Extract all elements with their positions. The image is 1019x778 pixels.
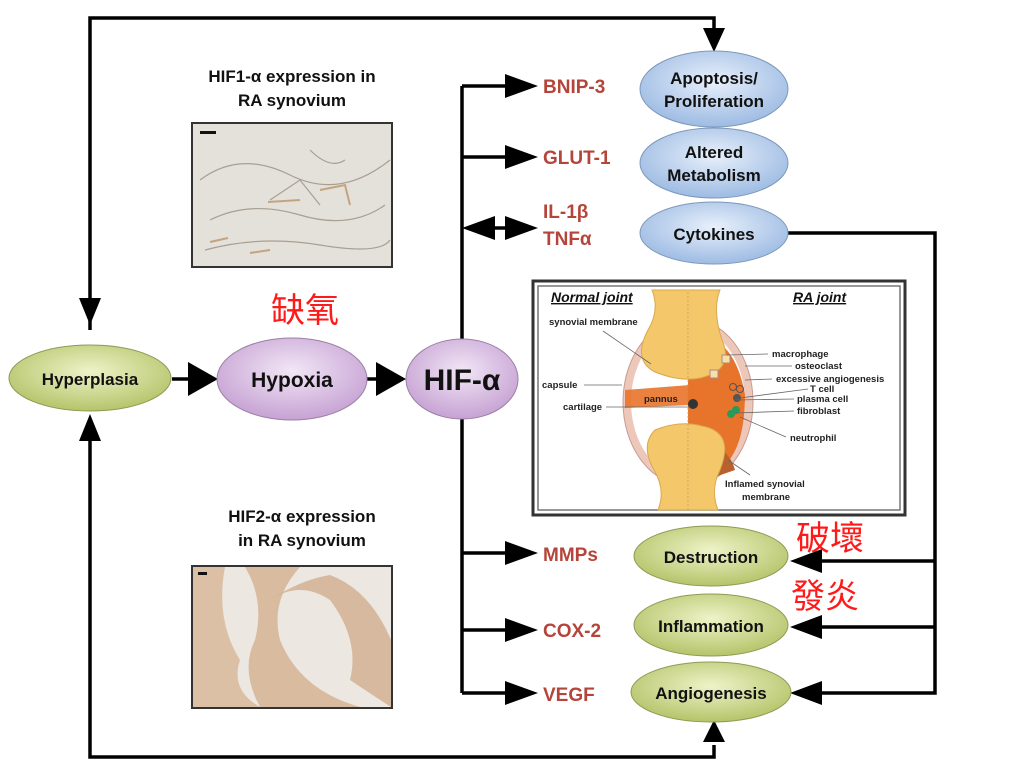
- arrowheads: [79, 28, 822, 742]
- gene-glut1: GLUT-1: [543, 148, 611, 169]
- node-hif-alpha: HIF-α: [405, 338, 519, 420]
- gene-cox2: COX-2: [543, 621, 601, 642]
- gene-vegf: VEGF: [543, 685, 595, 706]
- label-capsule: capsule: [542, 380, 577, 391]
- hif2-panel: HIF2-α expression in RA synovium: [191, 507, 393, 709]
- destruction-annotation: 破壞: [796, 519, 864, 559]
- hif2-title-line2: in RA synovium: [238, 531, 366, 550]
- label-t-cell: T cell: [810, 384, 834, 395]
- apoptosis-label-line2: Proliferation: [664, 92, 764, 111]
- metabolism-label-line1: Altered: [685, 143, 744, 162]
- label-osteoclast: osteoclast: [795, 361, 843, 372]
- hif2-title-line1: HIF2-α expression: [228, 507, 375, 526]
- hif-alpha-label: HIF-α: [424, 364, 501, 397]
- gene-tnfa: TNFα: [543, 229, 592, 250]
- upper-bone: [640, 289, 726, 380]
- arrowhead-vegf: [505, 681, 538, 705]
- label-excessive-angiogenesis: excessive angiogenesis: [776, 374, 884, 385]
- ra-joint-title: RA joint: [793, 289, 847, 305]
- hypoxia-annotation: 缺氧: [271, 291, 339, 331]
- node-hyperplasia: Hyperplasia: [8, 344, 172, 412]
- arrowhead-cytokine-right: [505, 216, 538, 240]
- normal-joint-title: Normal joint: [551, 289, 634, 305]
- arrowhead-mmps: [505, 541, 538, 565]
- cytokines-label: Cytokines: [673, 225, 754, 244]
- inflammation-label: Inflammation: [658, 617, 764, 636]
- arrowhead-hypoxia: [188, 362, 218, 396]
- label-fibroblast: fibroblast: [797, 406, 841, 417]
- lower-bone: [646, 423, 726, 511]
- label-inflamed-synovial-line2: membrane: [742, 492, 790, 503]
- scale-bar: [200, 131, 216, 134]
- arrowhead-inflammation: [790, 615, 822, 639]
- arrowhead-glut1: [505, 145, 538, 169]
- label-pannus: pannus: [644, 394, 678, 405]
- hypoxia-label: Hypoxia: [251, 369, 333, 392]
- arrowhead-up-angiogenesis: [703, 720, 725, 742]
- joint-illustration: Normal joint RA joint synovial membrane …: [531, 279, 907, 517]
- arrowhead-down-hyperplasia: [79, 298, 101, 325]
- arrowhead-up-hyperplasia: [79, 414, 101, 441]
- arrowhead-cox2: [505, 618, 538, 642]
- inflammation-annotation: 發炎: [791, 577, 859, 617]
- label-neutrophil: neutrophil: [790, 433, 836, 444]
- arrowhead-down-apoptosis: [703, 28, 725, 52]
- hif1-title-line1: HIF1-α expression in: [208, 67, 375, 86]
- gene-il1b: IL-1β: [543, 202, 588, 223]
- arrowhead-cytokine-left: [462, 216, 495, 240]
- node-hypoxia: Hypoxia: [216, 337, 368, 421]
- label-cartilage: cartilage: [563, 402, 602, 413]
- label-synovial-membrane: synovial membrane: [549, 317, 638, 328]
- hif1-histology-image: [191, 122, 393, 268]
- node-cytokines: Cytokines: [639, 201, 789, 265]
- node-inflammation: Inflammation: [633, 593, 789, 657]
- scale-bar: [198, 572, 207, 575]
- bottom-loop-line: [88, 440, 716, 759]
- arrowhead-hif: [376, 362, 406, 396]
- node-destruction: Destruction: [633, 525, 789, 587]
- gene-labels: BNIP-3 GLUT-1 IL-1β TNFα MMPs COX-2 VEGF: [543, 77, 611, 706]
- node-apoptosis: Apoptosis/ Proliferation: [639, 50, 789, 128]
- angiogenesis-label: Angiogenesis: [655, 684, 766, 703]
- gene-bnip3: BNIP-3: [543, 77, 605, 98]
- hif1-panel: HIF1-α expression in RA synovium: [191, 67, 393, 268]
- label-inflamed-synovial-line1: Inflamed synovial: [725, 479, 805, 490]
- gene-mmps: MMPs: [543, 545, 598, 566]
- arrowhead-angiogenesis: [790, 681, 822, 705]
- hif1-title-line2: RA synovium: [238, 91, 346, 110]
- label-macrophage: macrophage: [772, 349, 829, 360]
- metabolism-label-line2: Metabolism: [667, 166, 761, 185]
- destruction-label: Destruction: [664, 548, 758, 567]
- node-metabolism: Altered Metabolism: [639, 127, 789, 199]
- arrowhead-bnip3: [505, 74, 538, 98]
- label-plasma-cell: plasma cell: [797, 394, 848, 405]
- cytokines-feedback-line: [788, 231, 937, 695]
- arrowhead-destruction: [790, 549, 822, 573]
- apoptosis-label-line1: Apoptosis/: [670, 69, 758, 88]
- hyperplasia-label: Hyperplasia: [42, 370, 139, 389]
- node-angiogenesis: Angiogenesis: [630, 661, 792, 723]
